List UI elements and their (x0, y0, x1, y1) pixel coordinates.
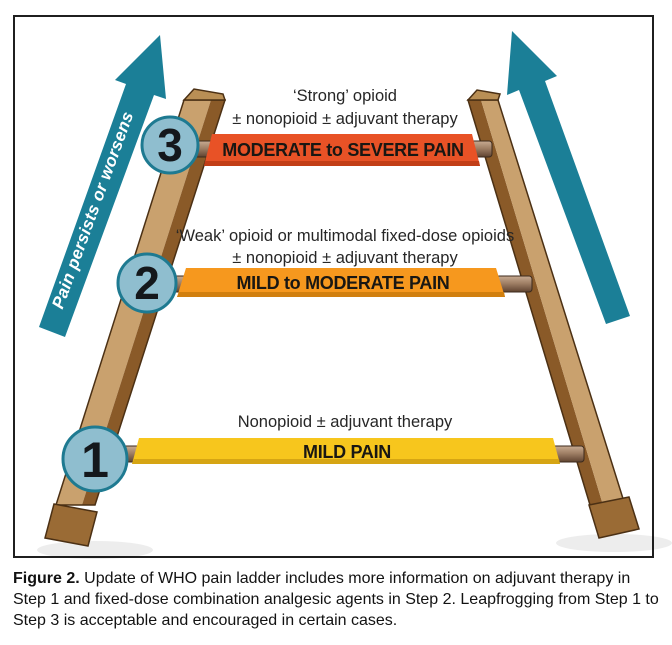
step3-note-line1: ‘Strong’ opioid (293, 87, 397, 105)
step1-bar-label: MILD PAIN (303, 442, 391, 462)
step2-bar (177, 268, 505, 297)
step3-bar-label: MODERATE to SEVERE PAIN (222, 140, 463, 160)
step2-note-line2: ± nonopioid ± adjuvant therapy (232, 249, 458, 267)
left-rail-top-cap (182, 88, 227, 101)
right-foot-shadow (556, 534, 672, 552)
step2-bar-shade (177, 292, 505, 297)
step1-number: 1 (81, 432, 109, 488)
right-rail-foot-cap (588, 496, 640, 539)
left-rail-foot-cap (44, 503, 98, 547)
right-rail-face (481, 100, 625, 505)
step3-note-line2: ± nonopioid ± adjuvant therapy (232, 110, 458, 128)
step2-circle (116, 252, 178, 314)
right-rail-top-cap (466, 89, 501, 101)
step1-note-line1: Nonopioid ± adjuvant therapy (238, 413, 453, 431)
step2-number: 2 (134, 257, 160, 309)
step3-bar-shade (204, 161, 480, 166)
step1-bar (132, 438, 560, 464)
step3-number: 3 (157, 119, 183, 171)
figure-caption-text: Update of WHO pain ladder includes more … (13, 570, 659, 630)
step1-bar-shade (132, 459, 560, 464)
figure-caption-label: Figure 2. (13, 570, 80, 587)
step2-note-line1: ‘Weak’ opioid or multimodal fixed-dose o… (176, 227, 514, 245)
right-rail-edge (468, 100, 603, 505)
step1-circle (61, 425, 129, 493)
left-foot-shadow (37, 541, 153, 559)
step3-circle (140, 115, 200, 175)
up-arrow-right (507, 31, 630, 324)
figure-caption: Figure 2. Update of WHO pain ladder incl… (13, 568, 661, 631)
step2-bar-label: MILD to MODERATE PAIN (236, 273, 449, 293)
pain-ladder-diagram: Pain persists or worsens ‘Strong’ opioid… (37, 31, 672, 559)
step3-bar (204, 134, 480, 166)
up-arrow-left (39, 35, 166, 337)
